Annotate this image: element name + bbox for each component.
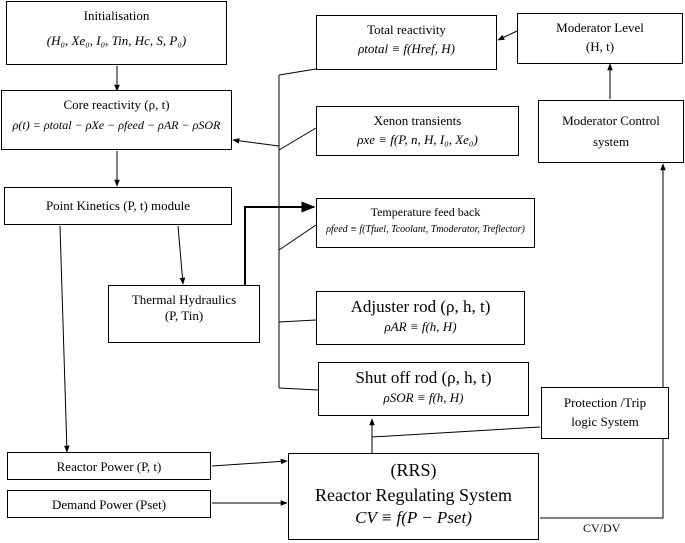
- core-reactivity-box: Core reactivity (ρ, t) ρ(t) = ρtotal − ρ…: [1, 90, 232, 150]
- total-reactivity-box: Total reactivity ρtotal ≡ f(Href, H): [316, 15, 497, 70]
- protection-trip-subtitle: logic System: [571, 413, 639, 429]
- moderator-level-title: Moderator Level: [556, 20, 644, 35]
- arrow-pk-to-rp: [59, 225, 70, 453]
- rrs-title: Reactor Regulating System: [315, 484, 512, 505]
- arrow-th-to-temp: [244, 201, 316, 285]
- rrs-abbr: (RRS): [390, 460, 437, 480]
- xenon-transients-title: Xenon transients: [373, 113, 462, 128]
- initialisation-title: Initialisation: [83, 8, 150, 23]
- shut-off-rod-formula: ρSOR ≡ f(h, H): [383, 390, 464, 406]
- protection-trip-box: Protection /Trip logic System: [541, 387, 669, 439]
- arrow-rp-to-rrs: [211, 458, 288, 467]
- thermal-hydraulics-box: Thermal Hydraulics (P, Tin): [108, 285, 260, 343]
- point-kinetics-title: Point Kinetics (P, t) module: [45, 198, 191, 213]
- moderator-control-title: Moderator Control: [562, 113, 660, 128]
- initialisation-box: Initialisation (H₀, Xe₀, I₀, Tin, Hc, S,…: [6, 1, 227, 65]
- demand-power-title: Demand Power (Pset): [51, 497, 167, 512]
- moderator-level-box: Moderator Level (H, t): [517, 13, 683, 64]
- moderator-level-subtitle: (H, t): [585, 38, 615, 54]
- shut-off-rod-title: Shut off rod (ρ, h, t): [355, 368, 492, 387]
- thermal-hydraulics-subtitle: (P, Tin): [164, 307, 204, 323]
- total-reactivity-title: Total reactivity: [367, 22, 446, 37]
- arrow-rrs-to-modctl: [540, 163, 666, 519]
- reactor-power-title: Reactor Power (P, t): [56, 459, 162, 474]
- temperature-feedback-box: Temperature feed back ρfeed ≡ f(Tfuel, T…: [316, 198, 535, 248]
- core-reactivity-formula: ρ(t) = ρtotal − ρXe − ρfeed − ρAR − ρSOR: [12, 117, 221, 132]
- arrow-pk-to-th: [177, 225, 186, 285]
- moderator-control-box: Moderator Control system: [538, 100, 684, 163]
- adjuster-rod-box: Adjuster rod (ρ, h, t) ρAR ≡ f(h, H): [316, 291, 525, 345]
- trip-line: [371, 426, 541, 438]
- xenon-transients-formula: ρxe ≡ f(P, n, H, I₀, Xe₀): [357, 131, 478, 147]
- adjuster-rod-title: Adjuster rod (ρ, h, t): [350, 297, 491, 316]
- demand-power-box: Demand Power (Pset): [7, 490, 211, 518]
- shut-off-rod-box: Shut off rod (ρ, h, t) ρSOR ≡ f(h, H): [318, 362, 529, 416]
- point-kinetics-box: Point Kinetics (P, t) module: [4, 187, 232, 225]
- total-reactivity-formula: ρtotal ≡ f(Href, H): [358, 40, 455, 56]
- reactor-power-box: Reactor Power (P, t): [7, 452, 211, 480]
- core-reactivity-title: Core reactivity (ρ, t): [63, 97, 170, 112]
- cv-dv-label: CV/DV: [583, 521, 621, 535]
- temperature-feedback-formula: ρfeed ≡ f(Tfuel, Tcoolant, Tmoderator, T…: [326, 224, 525, 236]
- initialisation-formula: (H₀, Xe₀, I₀, Tin, Hc, S, P₀): [46, 32, 187, 48]
- rrs-formula: CV ≡ f(P − Pset): [355, 508, 472, 528]
- protection-trip-title: Protection /Trip: [563, 395, 647, 410]
- adjuster-rod-formula: ρAR ≡ f(h, H): [384, 319, 457, 335]
- xenon-transients-box: Xenon transients ρxe ≡ f(P, n, H, I₀, Xe…: [316, 106, 519, 156]
- arrow-modlvl-to-total: [497, 30, 518, 41]
- rrs-box: (RRS) Reactor Regulating System CV ≡ f(P…: [288, 453, 539, 540]
- arrow-bus-to-core: [232, 138, 280, 147]
- moderator-control-subtitle: system: [592, 133, 630, 149]
- thermal-hydraulics-title: Thermal Hydraulics: [131, 292, 237, 307]
- temperature-feedback-title: Temperature feed back: [370, 205, 481, 219]
